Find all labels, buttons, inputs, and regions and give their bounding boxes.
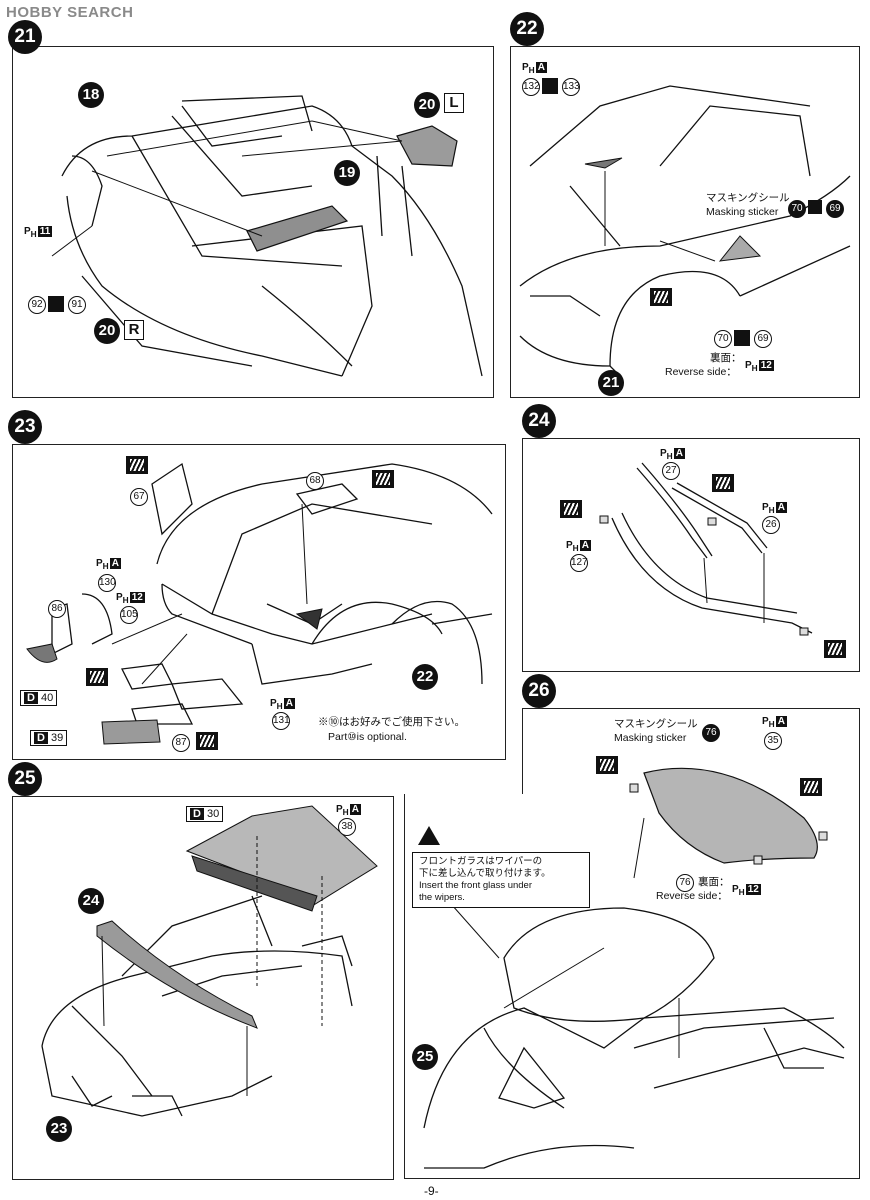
- optional-note-en: Part⑩is optional.: [328, 731, 407, 743]
- step-24-drawing: [599, 462, 813, 636]
- note-jp-line1: フロントガラスはワイパーの: [419, 856, 543, 867]
- step-22-drawing: [519, 85, 851, 377]
- tag-L: L: [444, 93, 464, 113]
- step-26-drawing: [423, 767, 845, 1169]
- circle-92: 92: [28, 296, 46, 314]
- circle-26: 26: [762, 516, 780, 534]
- paint-icon: [800, 778, 822, 796]
- paint-icon: [824, 640, 846, 658]
- warning-icon: [418, 826, 440, 845]
- circle-67: 67: [130, 488, 148, 506]
- step-26-number: 26: [522, 674, 556, 708]
- step-23-panel: [12, 444, 506, 760]
- note-en-line2: the wipers.: [419, 892, 465, 903]
- circle-69-a: 69: [826, 200, 844, 218]
- tag-R: R: [124, 320, 144, 340]
- step-21-number: 21: [8, 20, 42, 54]
- note-jp-line2: 下に差し込んで取り付けます。: [419, 868, 551, 879]
- circle-76-a: 76: [702, 724, 720, 742]
- circle-131: 131: [272, 712, 290, 730]
- part-24: 24: [78, 888, 104, 914]
- paint-icon: [650, 288, 672, 306]
- circle-86: 86: [48, 600, 66, 618]
- bowtie-icon: [542, 78, 558, 94]
- bowtie-icon: [48, 296, 64, 312]
- part-22: 22: [412, 664, 438, 690]
- paint-icon: [86, 668, 108, 686]
- paint-icon: [372, 470, 394, 488]
- circle-70-a: 70: [788, 200, 806, 218]
- part-23: 23: [46, 1116, 72, 1142]
- step-22-number: 22: [510, 12, 544, 46]
- paint-icon: [196, 732, 218, 750]
- reverse-side-en: Reverse side：: [665, 366, 737, 378]
- step-23-drawing: [26, 462, 493, 745]
- hobby-search-logo: HOBBY SEARCH: [6, 4, 134, 21]
- circle-35: 35: [764, 732, 782, 750]
- masking-label-en: Masking sticker: [706, 206, 779, 218]
- circle-91: 91: [68, 296, 86, 314]
- circle-132: 132: [522, 78, 540, 96]
- optional-note-jp: ※⑩はお好みでご使用下さい。: [318, 716, 465, 728]
- circle-69: 69: [754, 330, 772, 348]
- reverse-side-jp: 裏面：: [698, 876, 730, 888]
- circle-70: 70: [714, 330, 732, 348]
- step-25-drawing: [41, 805, 378, 1117]
- part-25: 25: [412, 1044, 438, 1070]
- paint-icon: [596, 756, 618, 774]
- part-20-right: 20: [94, 318, 120, 344]
- circle-68: 68: [306, 472, 324, 490]
- reverse-side-en: Reverse side：: [656, 890, 728, 902]
- step-23-number: 23: [8, 410, 42, 444]
- step-24-number: 24: [522, 404, 556, 438]
- paint-icon: [560, 500, 582, 518]
- part-18: 18: [78, 82, 104, 108]
- paint-icon: [712, 474, 734, 492]
- circle-105: 105: [120, 606, 138, 624]
- masking-label-jp: マスキングシール: [706, 192, 790, 204]
- reverse-side-jp: 裏面：: [710, 352, 742, 364]
- note-en-line1: Insert the front glass under: [419, 880, 533, 891]
- part-21: 21: [598, 370, 624, 396]
- circle-127: 127: [570, 554, 588, 572]
- paint-icon: [126, 456, 148, 474]
- part-20-left: 20: [414, 92, 440, 118]
- bowtie-icon: [808, 200, 822, 214]
- step-21-drawing: [51, 95, 483, 377]
- circle-133: 133: [562, 78, 580, 96]
- circle-76: 76: [676, 874, 694, 892]
- circle-27: 27: [662, 462, 680, 480]
- part-19: 19: [334, 160, 360, 186]
- circle-87: 87: [172, 734, 190, 752]
- front-glass-note: フロントガラスはワイパーの 下に差し込んで取り付けます。 Insert the …: [412, 852, 590, 908]
- page-number: -9-: [424, 1184, 439, 1198]
- circle-130: 130: [98, 574, 116, 592]
- masking-label-jp: マスキングシール: [614, 718, 698, 730]
- step-25-number: 25: [8, 762, 42, 796]
- masking-label-en: Masking sticker: [614, 732, 687, 744]
- bowtie-icon: [734, 330, 750, 346]
- circle-38: 38: [338, 818, 356, 836]
